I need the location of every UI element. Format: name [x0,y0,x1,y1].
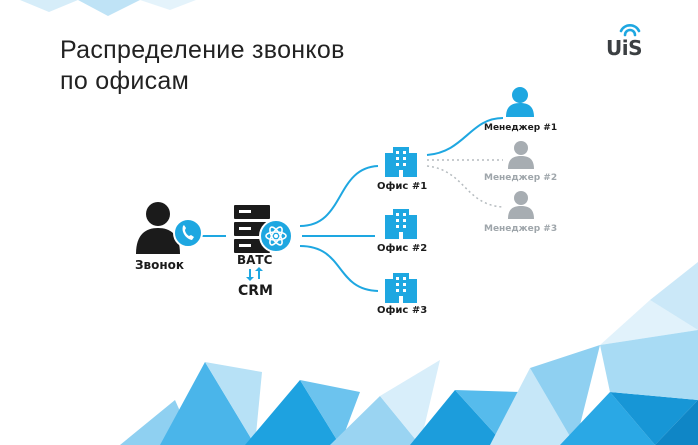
person-with-phone-icon [136,202,203,254]
logo-text: UiS [606,36,643,60]
title-line-1: Распределение звонков [60,36,345,64]
line-office1-manager3 [426,165,504,208]
office-1-building-icon [385,147,417,177]
connection-lines [200,117,504,292]
manager-3-label: Менеджер #3 [484,224,558,234]
line-vats-office1 [299,165,379,227]
sync-arrows-icon [246,267,263,281]
line-vats-office3 [299,245,379,292]
office-2-label: Офис #2 [377,243,428,254]
manager-2-person-icon [508,141,534,169]
vats-label: ВАТС [237,253,273,267]
office-2-building-icon [385,209,417,239]
office-3-building-icon [385,273,417,303]
caller-label: Звонок [135,258,185,272]
server-atom-icon [234,205,293,253]
office-3-label: Офис #3 [377,305,428,316]
office-1-label: Офис #1 [377,181,428,192]
crm-label: CRM [238,283,273,299]
inactive-lines [426,159,504,208]
manager-2-label: Менеджер #2 [484,173,558,183]
manager-3-person-icon [508,191,534,219]
line-office1-manager1 [426,117,504,156]
wifi-icon [619,24,641,37]
title-line-2: по офисам [60,67,190,95]
page-title: Распределение звонков по офисам [60,35,345,97]
manager-1-person-icon [506,87,534,117]
manager-1-label: Менеджер #1 [484,123,558,133]
